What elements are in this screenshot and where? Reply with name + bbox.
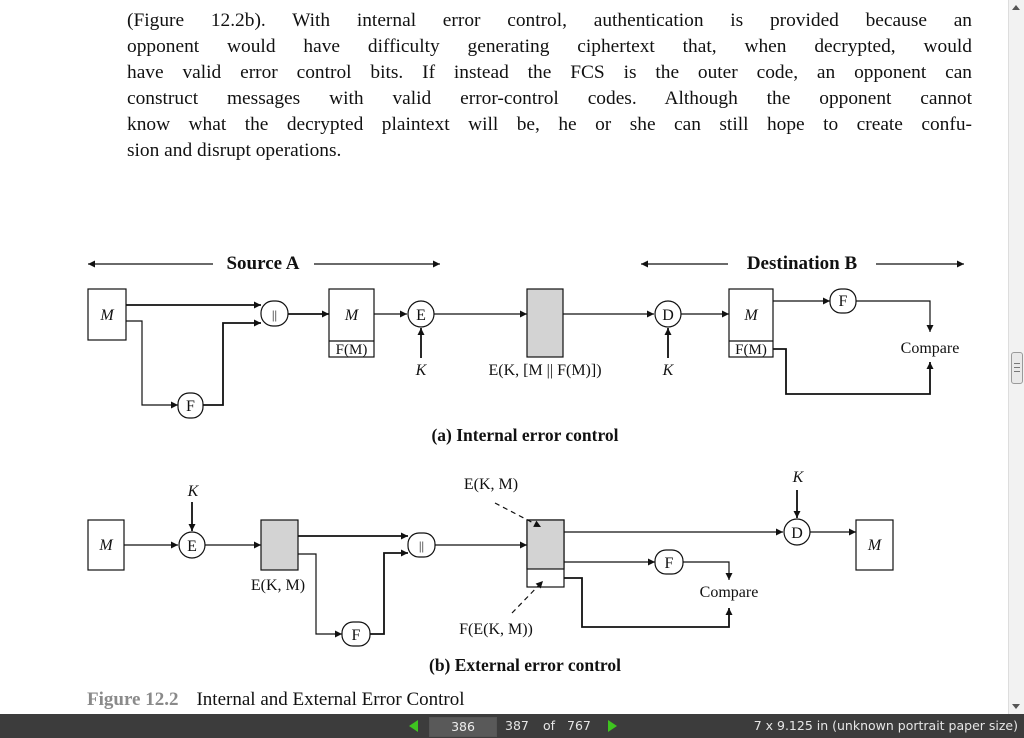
a-source-f-node <box>177 392 204 419</box>
b-cipher-to-f <box>298 553 342 638</box>
b-key-label: K <box>187 483 200 500</box>
a-f-to-concat <box>203 319 261 406</box>
a-concat-label: || <box>272 307 277 322</box>
paragraph-line: (Figure 12.2b). With internal error cont… <box>127 10 972 31</box>
b-f-to-compare <box>683 561 733 580</box>
vertical-scrollbar[interactable] <box>1008 0 1024 714</box>
a-key-dest-label: K <box>662 362 675 379</box>
b-concat-label: || <box>419 538 424 553</box>
a-source-f-label: F <box>186 398 195 415</box>
b-out-message-box <box>855 519 894 571</box>
b-caption: (b) External error control <box>429 655 621 675</box>
b-f-to-concat <box>370 549 408 635</box>
page-number-input[interactable]: 386 <box>429 717 497 737</box>
a-cipher-label: E(K, [M || F(M)]) <box>488 362 601 379</box>
a-fcs-out-label: F(M) <box>735 342 767 358</box>
scroll-down-arrow-icon[interactable] <box>1012 704 1020 709</box>
b-compare-label: Compare <box>700 584 759 601</box>
a-msg-out-label: M <box>743 307 759 324</box>
a-out-frame-box <box>728 288 774 358</box>
document-page: (Figure 12.2b). With internal error cont… <box>87 8 972 711</box>
b-fcs-pointer <box>511 580 544 614</box>
b-dest-f-label: F <box>665 555 674 572</box>
a-msg-to-f <box>126 320 178 409</box>
a-key-label: K <box>415 362 428 379</box>
scrollbar-thumb[interactable] <box>1011 352 1023 384</box>
a-dest-f-label: F <box>839 293 848 310</box>
paragraph-line: know what the decrypted plaintext will b… <box>127 114 972 135</box>
a-frame-msg-label: M <box>344 307 360 324</box>
a-frame-fcs-label: F(M) <box>336 342 368 358</box>
current-page-number: 387 <box>505 718 529 733</box>
a-f-to-compare <box>856 300 934 332</box>
body-paragraph: (Figure 12.2b). With internal error cont… <box>127 8 972 164</box>
b-key-dest-label: K <box>792 469 805 486</box>
b-frame-cipher-part <box>526 519 565 570</box>
grip-line-icon <box>1014 367 1020 368</box>
b-encrypt-label: E <box>187 538 197 555</box>
paper-size-label: 7 x 9.125 in (unknown portrait paper siz… <box>753 718 1018 733</box>
b-cipher-block <box>260 519 299 571</box>
a-compare-label: Compare <box>901 340 960 357</box>
b-msg-in-label: M <box>98 537 114 554</box>
b-fcs-to-compare <box>564 577 733 628</box>
a-decrypt-label: D <box>662 307 674 324</box>
figure-number: Figure 12.2 <box>87 689 179 710</box>
page-of-label: of <box>543 718 556 733</box>
a-fcs-to-compare <box>773 348 934 395</box>
a-cipher-block <box>526 288 564 358</box>
paragraph-line: sion and disrupt operations. <box>127 140 342 161</box>
a-caption: (a) Internal error control <box>431 425 618 445</box>
b-source-f-node <box>341 621 371 647</box>
b-decrypt-label: D <box>791 525 803 542</box>
paragraph-line: construct messages with valid error-cont… <box>127 88 972 109</box>
next-page-triangle-icon[interactable] <box>608 720 617 732</box>
b-msg-out-label: M <box>867 537 883 554</box>
a-frame-box <box>328 288 375 358</box>
b-cipher-pointer-label: E(K, M) <box>464 476 518 493</box>
figure-caption: Figure 12.2 Internal and External Error C… <box>87 689 465 711</box>
b-fcs-pointer-label: F(E(K, M)) <box>459 621 533 638</box>
grip-line-icon <box>1014 363 1020 364</box>
figure-title: Internal and External Error Control <box>196 689 465 710</box>
source-label: Source A <box>226 253 299 274</box>
total-pages: 767 <box>567 718 591 733</box>
scroll-up-arrow-icon[interactable] <box>1012 5 1020 10</box>
error-control-diagram: Source A Destination B M || M F(M) E K E… <box>87 253 964 675</box>
a-encrypt-label: E <box>416 307 426 324</box>
paragraph-line: opponent would have difficulty generatin… <box>127 36 972 57</box>
b-source-f-label: F <box>352 627 361 644</box>
paragraph-line: have valid error control bits. If instea… <box>127 62 972 83</box>
destination-label: Destination B <box>747 253 858 274</box>
status-bar: 386 387 of 767 7 x 9.125 in (unknown por… <box>0 714 1024 738</box>
a-msg-in-label: M <box>99 307 115 324</box>
grip-line-icon <box>1014 371 1020 372</box>
b-cipher-label: E(K, M) <box>251 577 305 594</box>
a-message-box <box>87 288 127 341</box>
prev-page-triangle-icon[interactable] <box>409 720 418 732</box>
